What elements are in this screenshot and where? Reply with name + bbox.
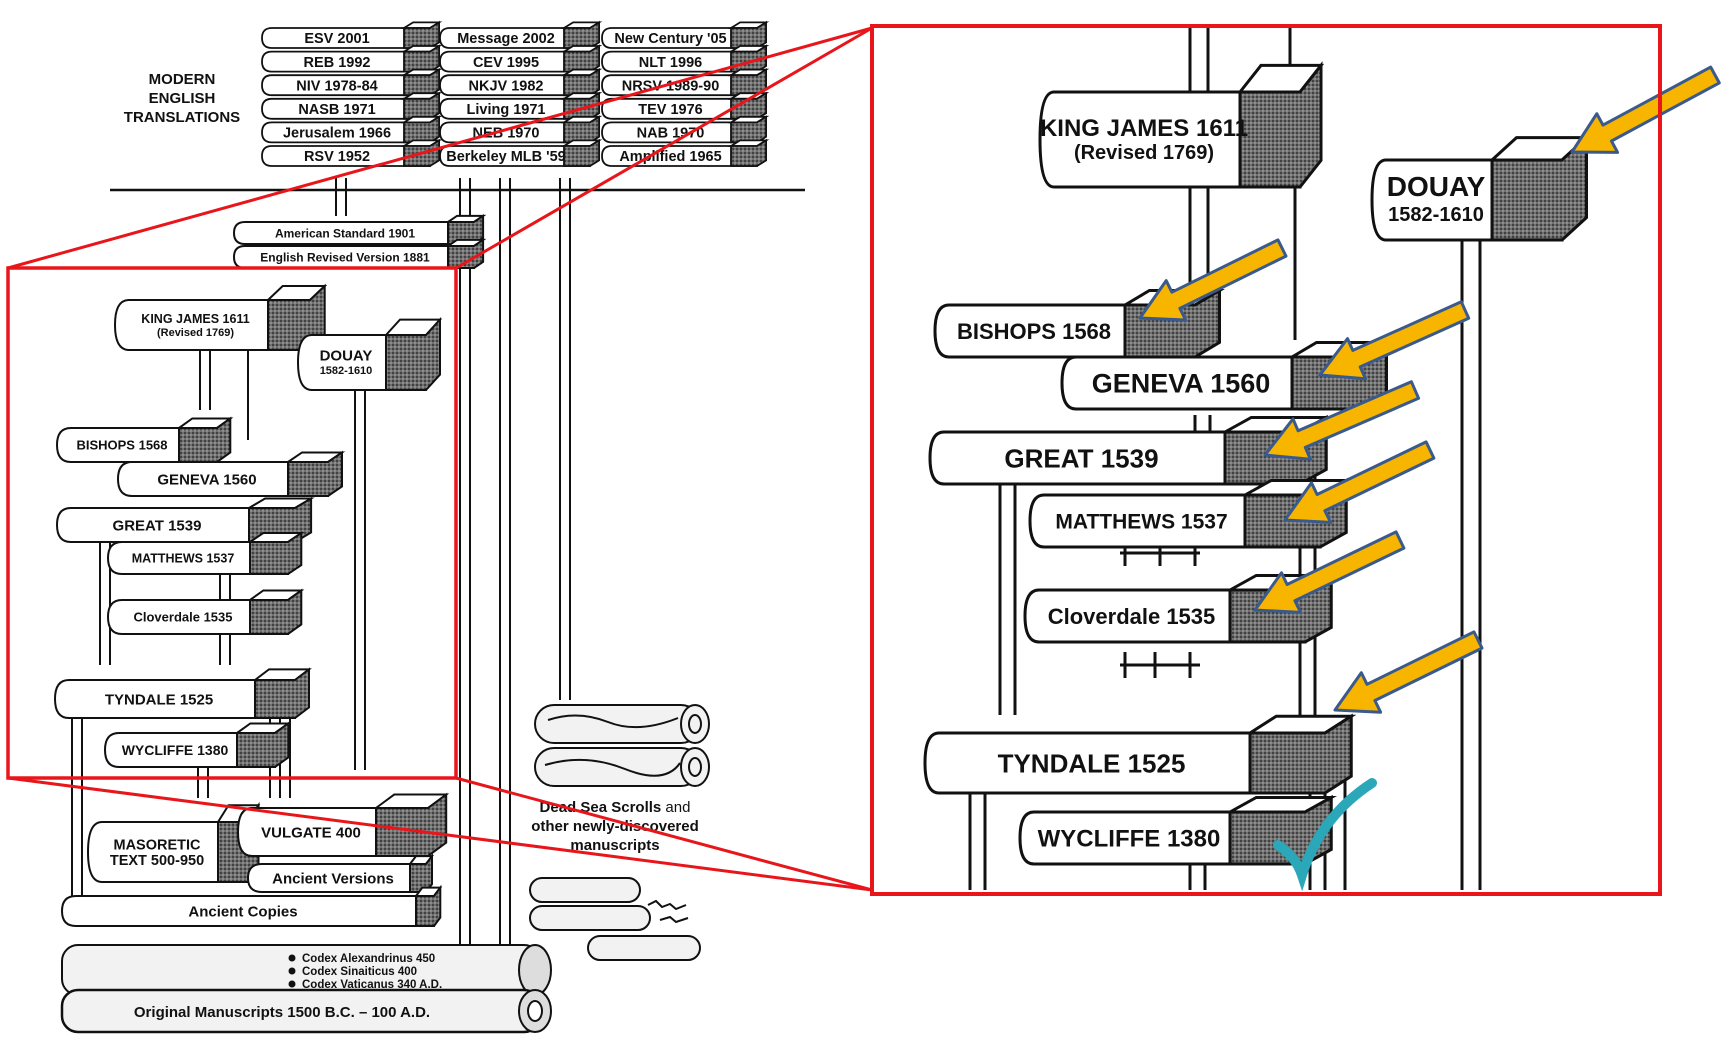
original-manuscripts-scrolls: Codex Alexandrinus 450 Codex Sinaiticus …: [62, 945, 551, 1032]
king-james-small-book: KING JAMES 1611(Revised 1769): [115, 286, 325, 350]
bishops-zoom-book-label-1: BISHOPS 1568: [957, 319, 1111, 344]
codex-alexandrinus: Codex Alexandrinus 450: [302, 953, 435, 965]
bishops-small-book: BISHOPS 1568: [57, 418, 230, 462]
modern-book-c1-r4-label-1: NASB 1971: [298, 102, 375, 118]
king-james-zoom-book-label-2: (Revised 1769): [1074, 142, 1214, 164]
modern-book-c3-r6: Amplified 1965: [602, 140, 766, 166]
modern-book-c1-r6-label-1: RSV 1952: [304, 149, 370, 165]
ancient-copies-book: Ancient Copies: [62, 888, 440, 926]
modern-book-c3-r3: NRSV 1989-90: [602, 70, 766, 96]
geneva-zoom-book-label-1: GENEVA 1560: [1092, 369, 1271, 399]
codex-sinaiticus: Codex Sinaiticus 400: [302, 966, 417, 978]
modern-book-c3-r6-label-1: Amplified 1965: [619, 149, 721, 165]
modern-book-c3-r5: NAB 1970: [602, 117, 766, 143]
great-zoom-book-label-1: GREAT 1539: [1004, 443, 1158, 473]
modern-book-c3-r1-label-1: New Century '05: [614, 31, 726, 47]
scroll-fragments-icon: [530, 878, 700, 960]
modern-book-c2-r6-label-1: Berkeley MLB '59: [446, 149, 566, 165]
masoretic-book-label-1: MASORETIC: [114, 838, 202, 854]
codex-vaticanus: Codex Vaticanus 340 A.D.: [302, 979, 442, 991]
modern-book-c2-r3: NKJV 1982: [440, 70, 599, 96]
ancient-versions-book: Ancient Versions: [248, 856, 432, 892]
tyndale-small-book-label-1: TYNDALE 1525: [105, 691, 213, 708]
modern-label-line-2: ENGLISH: [149, 90, 216, 107]
dead-sea-scrolls-group: Dead Sea Scrolls and other newly-discove…: [530, 705, 709, 960]
modern-translations-label: MODERN ENGLISH TRANSLATIONS: [124, 71, 240, 126]
modern-book-c1-r2: REB 1992: [262, 46, 439, 72]
king-james-small-book-label-2: (Revised 1769): [157, 327, 234, 339]
modern-book-c1-r5: Jerusalem 1966: [262, 117, 439, 143]
modern-book-c2-r4: Living 1971: [440, 93, 599, 119]
wycliffe-small-book-label-1: WYCLIFFE 1380: [122, 742, 229, 758]
masoretic-book-label-2: TEXT 500-950: [110, 853, 204, 869]
modern-label-line-1: MODERN: [149, 71, 216, 88]
modern-book-c2-r4-label-1: Living 1971: [467, 102, 546, 118]
modern-book-c3-r5-label-1: NAB 1970: [637, 126, 705, 142]
geneva-small-book-label-1: GENEVA 1560: [157, 471, 256, 488]
tyndale-small-book: TYNDALE 1525: [55, 669, 309, 718]
modern-book-c3-r4-label-1: TEV 1976: [638, 102, 703, 118]
modern-book-c2-r2: CEV 1995: [440, 46, 599, 72]
original-manuscripts-label: Original Manuscripts 1500 B.C. – 100 A.D…: [134, 1004, 430, 1021]
modern-book-c2-r1: Message 2002: [440, 22, 599, 48]
modern-book-c1-r3-label-1: NIV 1978-84: [296, 78, 377, 94]
modern-book-c2-r3-label-1: NKJV 1982: [469, 78, 544, 94]
modern-book-c2-r5-label-1: NEB 1970: [473, 126, 540, 142]
modern-book-c1-r4: NASB 1971: [262, 93, 439, 119]
modern-book-c3-r1: New Century '05: [602, 22, 766, 48]
scroll-icon: [535, 705, 709, 786]
matthews-small-book-label-1: MATTHEWS 1537: [132, 552, 235, 566]
ancient-copies-book-label-1: Ancient Copies: [188, 903, 297, 920]
modern-book-c2-r6: Berkeley MLB '59: [440, 140, 599, 166]
douay-zoom-book-label-1: DOUAY: [1387, 171, 1486, 202]
overview-diagram: MODERN ENGLISH TRANSLATIONS ESV 2001REB …: [55, 22, 805, 1032]
modern-book-c1-r1: ESV 2001: [262, 22, 439, 48]
cloverdale-zoom-book-label-1: Cloverdale 1535: [1048, 604, 1216, 629]
ancient-versions-book-label-1: Ancient Versions: [272, 870, 394, 887]
douay-small-book-label-2: 1582-1610: [320, 365, 373, 377]
bishops-small-book-label-1: BISHOPS 1568: [76, 438, 167, 453]
king-james-small-book-label-1: KING JAMES 1611: [141, 312, 249, 326]
vulgate-book-label-1: VULGATE 400: [261, 824, 361, 841]
king-james-zoom-book-label-1: KING JAMES 1611: [1040, 115, 1248, 142]
matthews-zoom-book-label-1: MATTHEWS 1537: [1055, 511, 1227, 534]
american-standard-book-label-1: American Standard 1901: [275, 226, 415, 240]
modern-label-line-3: TRANSLATIONS: [124, 109, 240, 126]
modern-book-c1-r6: RSV 1952: [262, 140, 439, 166]
vulgate-book: VULGATE 400: [238, 795, 446, 856]
cloverdale-small-book: Cloverdale 1535: [108, 590, 301, 634]
modern-book-c1-r3: NIV 1978-84: [262, 70, 439, 96]
modern-book-c3-r2: NLT 1996: [602, 46, 766, 72]
tyndale-zoom-book-label-1: TYNDALE 1525: [998, 748, 1186, 778]
english-revised-book-label-1: English Revised Version 1881: [260, 250, 430, 264]
modern-book-c1-r2-label-1: REB 1992: [304, 55, 371, 71]
modern-book-c2-r5: NEB 1970: [440, 117, 599, 143]
modern-book-c1-r1-label-1: ESV 2001: [304, 31, 369, 47]
modern-book-c1-r5-label-1: Jerusalem 1966: [283, 126, 391, 142]
great-small-book-label-1: GREAT 1539: [113, 517, 202, 534]
wycliffe-zoom-book-label-1: WYCLIFFE 1380: [1038, 826, 1221, 853]
american-standard-book: American Standard 1901: [234, 216, 483, 244]
cloverdale-small-book-label-1: Cloverdale 1535: [133, 610, 232, 625]
modern-book-c2-r2-label-1: CEV 1995: [473, 55, 539, 71]
wycliffe-small-book: WYCLIFFE 1380: [105, 723, 288, 767]
modern-book-c3-r2-label-1: NLT 1996: [639, 55, 702, 71]
zoom-panel: KING JAMES 1611(Revised 1769) DOUAY1582-1…: [872, 26, 1719, 894]
douay-zoom-book-label-2: 1582-1610: [1388, 204, 1484, 226]
douay-small-book-label-1: DOUAY: [320, 347, 373, 364]
modern-book-c2-r1-label-1: Message 2002: [457, 31, 555, 47]
